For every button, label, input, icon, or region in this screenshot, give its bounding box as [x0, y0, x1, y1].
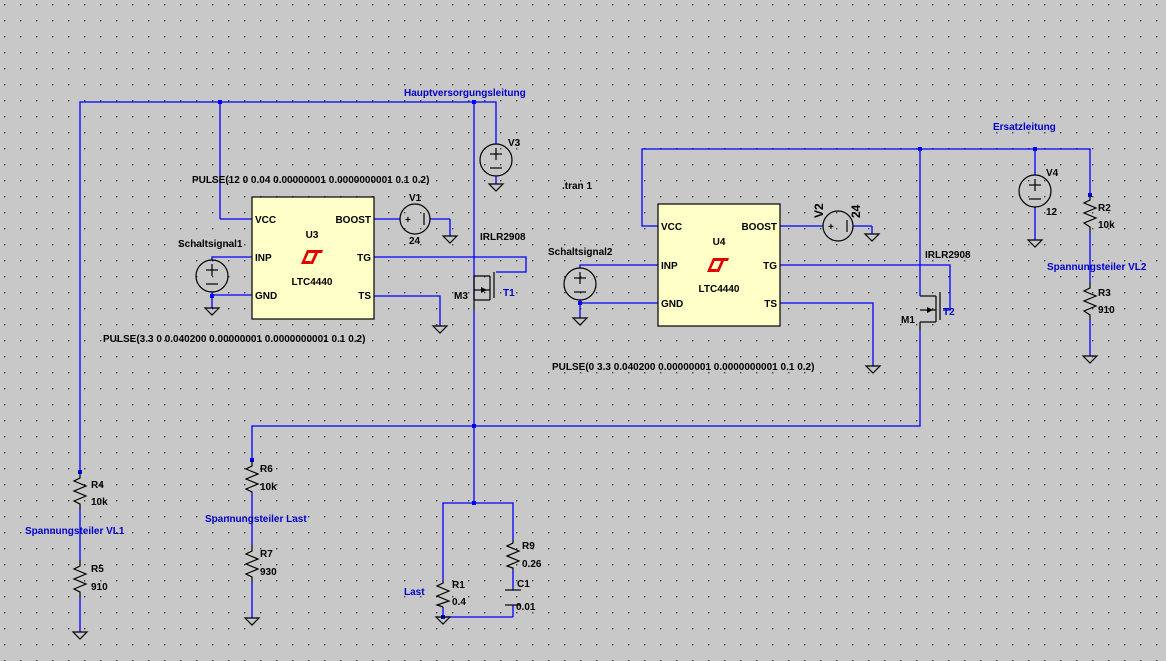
- u4-pin-vcc: VCC: [661, 222, 682, 233]
- v4-value: 12: [1046, 207, 1058, 218]
- m3-label: T1: [503, 288, 515, 299]
- voltage-source-v4[interactable]: V4 12: [1018, 168, 1059, 218]
- schaltsignal2-value: PULSE(0 3.3 0.040200 0.00000001 0.000000…: [552, 362, 814, 373]
- svg-text:+: +: [405, 215, 411, 226]
- u3-part: LTC4440: [292, 277, 333, 288]
- voltage-source-v1[interactable]: + V1 24: [399, 193, 431, 247]
- net-label-main-supply[interactable]: Hauptversorgungsleitung: [404, 88, 526, 99]
- v1-ref: V1: [409, 193, 422, 204]
- r7-value: 930: [260, 567, 277, 578]
- u3-pin-ts: TS: [358, 291, 371, 302]
- resistor-r1[interactable]: R1 0.4: [435, 580, 466, 608]
- ic-u3[interactable]: VCC INP GND BOOST TG TS U3 LTC4440: [251, 196, 375, 320]
- voltage-source-v2[interactable]: + V2 24: [812, 203, 863, 242]
- tran-directive[interactable]: .tran 1: [562, 181, 592, 192]
- u3-pin-boost: BOOST: [335, 215, 371, 226]
- lt-logo-icon: [301, 250, 323, 264]
- m1-part: IRLR2908: [925, 250, 971, 261]
- net-label-divider-load[interactable]: Spannungsteiler Last: [205, 514, 307, 525]
- voltage-source-v3[interactable]: V3: [479, 138, 521, 177]
- schaltsignal1-ref: Schaltsignal1: [178, 239, 243, 250]
- net-label-divider-vl1[interactable]: Spannungsteiler VL1: [25, 526, 125, 537]
- m1-ref: M1: [901, 315, 915, 326]
- signal-source-schaltsignal2[interactable]: Schaltsignal2: [548, 247, 613, 301]
- svg-text:+: +: [828, 222, 834, 233]
- r4-ref: R4: [91, 480, 104, 491]
- u3-pin-vcc: VCC: [255, 215, 276, 226]
- net-label-backup[interactable]: Ersatzleitung: [993, 122, 1056, 133]
- wires: [79, 101, 1091, 632]
- u4-part: LTC4440: [699, 284, 740, 295]
- u4-pin-inp: INP: [661, 261, 678, 272]
- r6-value: 10k: [260, 482, 277, 493]
- resistor-r3[interactable]: R3 910: [1082, 282, 1115, 320]
- resistor-r2[interactable]: R2 10k: [1082, 195, 1115, 232]
- u4-ref: U4: [713, 237, 726, 248]
- v1-value: 24: [409, 236, 421, 247]
- v3-ref: V3: [508, 138, 521, 149]
- r5-value: 910: [91, 582, 108, 593]
- r1-ref: R1: [452, 580, 465, 591]
- u4-pin-tg: TG: [763, 261, 777, 272]
- m1-label: T2: [943, 307, 955, 318]
- m3-ref: M3: [454, 291, 468, 302]
- schaltsignal1-value: PULSE(3.3 0 0.040200 0.00000001 0.000000…: [103, 334, 365, 345]
- resistor-r5[interactable]: R5 910: [72, 560, 108, 598]
- resistor-r7[interactable]: R7 930: [244, 545, 277, 582]
- r3-value: 910: [1098, 305, 1115, 316]
- m3-part: IRLR2908: [480, 232, 526, 243]
- u3-pin-tg: TG: [357, 253, 371, 264]
- r5-ref: R5: [91, 564, 104, 575]
- ic-u4[interactable]: VCC INP GND BOOST TG TS U4 LTC4440: [657, 203, 781, 327]
- u4-pin-gnd: GND: [661, 299, 683, 310]
- r9-ref: R9: [522, 541, 535, 552]
- r7-ref: R7: [260, 549, 273, 560]
- net-label-load[interactable]: Last: [404, 587, 425, 598]
- c1-value: 0.01: [516, 602, 536, 613]
- r3-ref: R3: [1098, 288, 1111, 299]
- lt-logo-icon: [707, 258, 729, 272]
- net-label-divider-vl2[interactable]: Spannungsteiler VL2: [1047, 262, 1147, 273]
- u4-pin-boost: BOOST: [741, 222, 777, 233]
- r2-value: 10k: [1098, 220, 1115, 231]
- capacitor-c1[interactable]: C1 0.01: [505, 579, 536, 613]
- u3-pin-gnd: GND: [255, 291, 277, 302]
- mosfet-m1[interactable]: IRLR2908 M1 T2: [901, 250, 971, 330]
- r2-ref: R2: [1098, 203, 1111, 214]
- resistor-r4[interactable]: R4 10k: [72, 472, 108, 510]
- u4-pin-ts: TS: [764, 299, 777, 310]
- r6-ref: R6: [260, 464, 273, 475]
- schaltsignal2-ref: Schaltsignal2: [548, 247, 613, 258]
- r9-value: 0.26: [522, 559, 542, 570]
- signal-source-schaltsignal1[interactable]: Schaltsignal1: [178, 239, 243, 293]
- r1-value: 0.4: [452, 597, 466, 608]
- ground-symbols: [71, 183, 1099, 640]
- v2-ref: V2: [812, 203, 826, 218]
- u3-ref: U3: [306, 230, 319, 241]
- resistor-r6[interactable]: R6 10k: [244, 460, 277, 493]
- u3-pin-inp: INP: [255, 253, 272, 264]
- v3-pulse-value: PULSE(12 0 0.04 0.00000001 0.0000000001 …: [192, 175, 429, 186]
- resistor-r9[interactable]: R9 0.26: [505, 540, 542, 570]
- mosfet-m3[interactable]: IRLR2908 M3 T1: [454, 232, 526, 310]
- v4-ref: V4: [1046, 168, 1059, 179]
- c1-ref: C1: [517, 579, 530, 590]
- r4-value: 10k: [91, 497, 108, 508]
- v2-value: 24: [849, 204, 863, 218]
